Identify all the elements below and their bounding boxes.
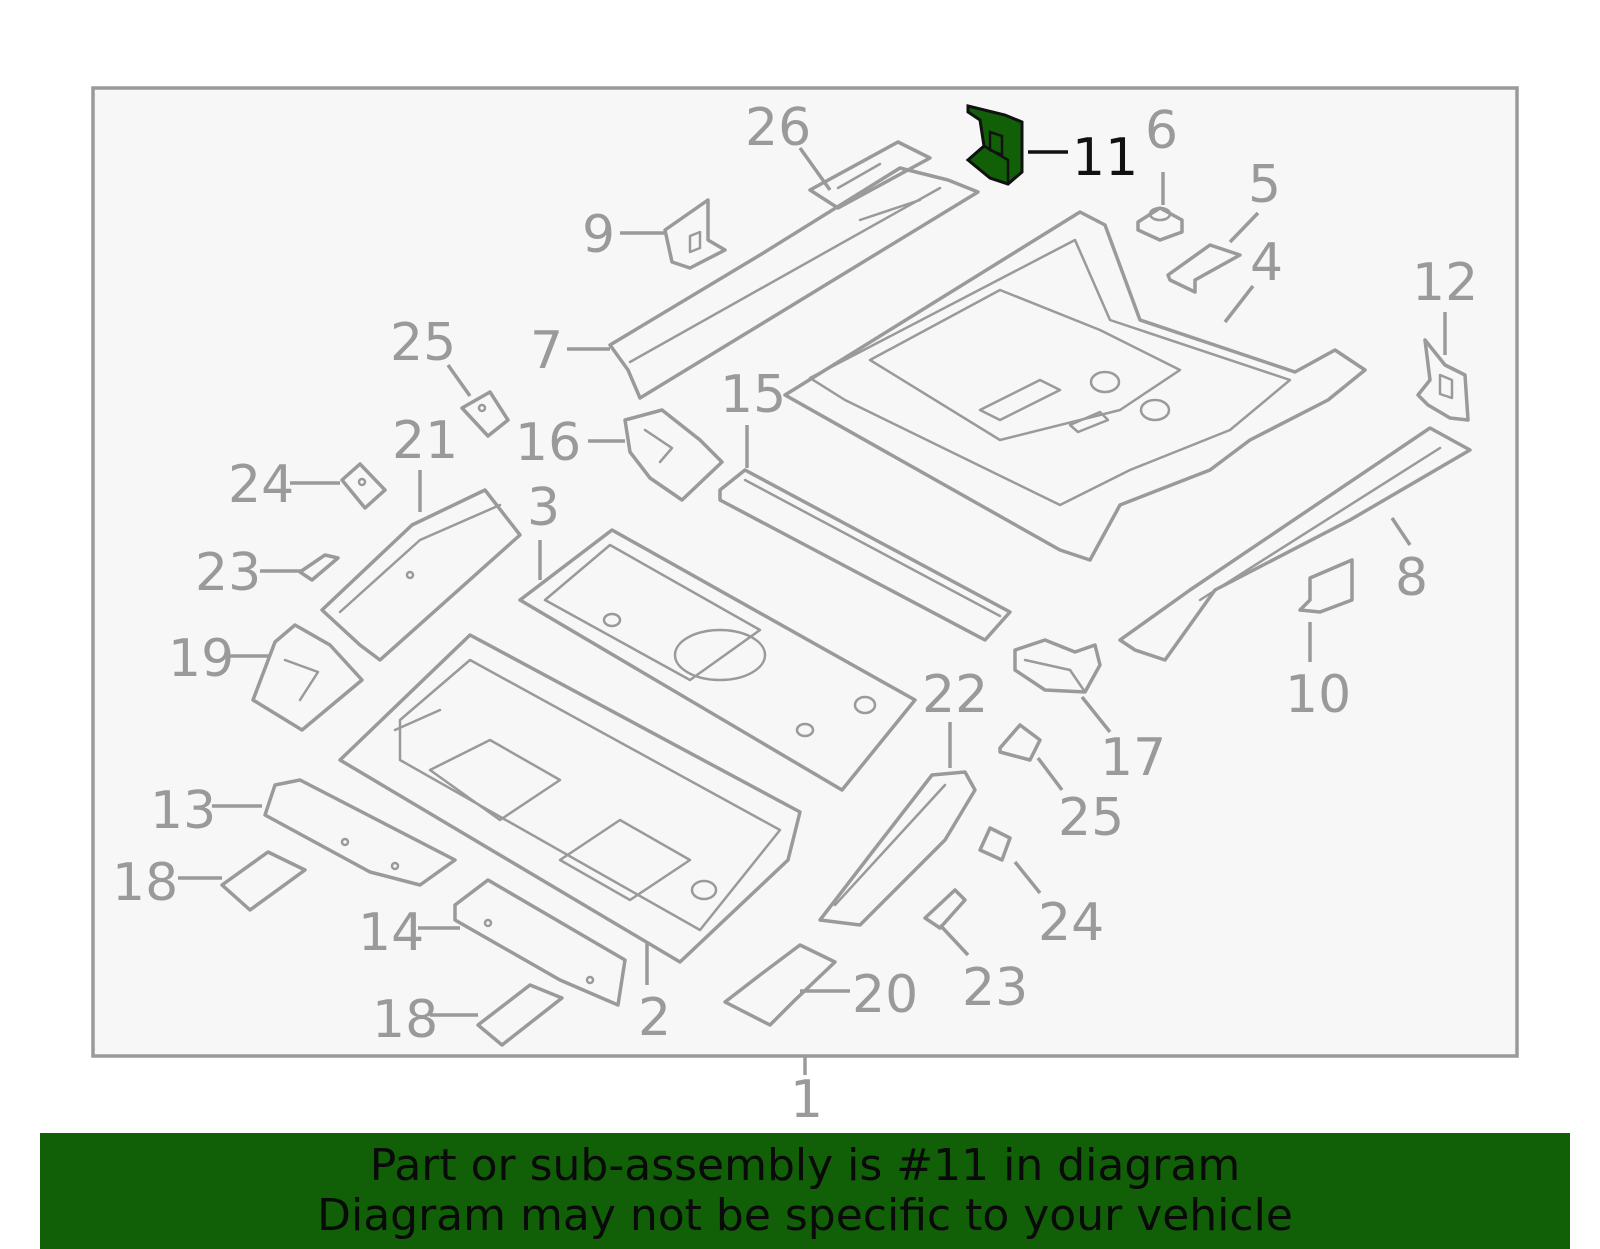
part-16-bracket[interactable] bbox=[623, 408, 724, 502]
part-3-center-floor[interactable] bbox=[518, 528, 917, 792]
part-7-side-rail[interactable] bbox=[608, 166, 980, 400]
part-15-cross-member[interactable] bbox=[718, 468, 1012, 642]
callout-18-upper: 18 bbox=[112, 853, 178, 913]
banner-line-2: Diagram may not be specific to your vehi… bbox=[317, 1190, 1293, 1241]
info-banner: Part or sub-assembly is #11 in diagram D… bbox=[40, 1133, 1570, 1249]
part-24-upper-bracket[interactable] bbox=[340, 462, 387, 510]
callout-14: 14 bbox=[358, 903, 424, 963]
part-18-lower-bracket[interactable] bbox=[476, 983, 564, 1047]
callout-9: 9 bbox=[582, 205, 615, 265]
callout-arrows bbox=[178, 146, 1447, 1017]
part-23-upper-clip[interactable] bbox=[298, 553, 340, 582]
part-4-rear-floor-pan[interactable] bbox=[783, 210, 1367, 562]
part-20-bracket[interactable] bbox=[723, 943, 837, 1027]
part-14-cross-member[interactable] bbox=[453, 878, 627, 1007]
callout-25-upper: 25 bbox=[390, 313, 456, 373]
part-25-lower-bracket[interactable] bbox=[998, 723, 1042, 762]
part-17-bracket[interactable] bbox=[1013, 638, 1102, 694]
callout-20: 20 bbox=[852, 965, 918, 1025]
callout-12: 12 bbox=[1412, 253, 1478, 313]
callout-labels: 26 11 6 5 4 12 9 7 25 16 15 21 24 3 23 8… bbox=[112, 98, 1478, 1130]
callout-7: 7 bbox=[530, 321, 563, 381]
part-9-bracket[interactable] bbox=[663, 198, 727, 270]
callout-22: 22 bbox=[922, 665, 988, 725]
callout-4: 4 bbox=[1250, 233, 1283, 293]
callout-13: 13 bbox=[150, 781, 216, 841]
callout-23-upper: 23 bbox=[195, 543, 261, 603]
callout-16: 16 bbox=[515, 413, 581, 473]
callout-10: 10 bbox=[1285, 665, 1351, 725]
callout-24-lower: 24 bbox=[1038, 893, 1104, 953]
part-26-bracket[interactable] bbox=[808, 140, 932, 210]
part-8-side-rail[interactable] bbox=[1118, 426, 1472, 662]
callout-21: 21 bbox=[392, 411, 458, 471]
callout-19: 19 bbox=[168, 629, 234, 689]
callout-5: 5 bbox=[1248, 155, 1281, 215]
part-21-rail[interactable] bbox=[320, 488, 522, 662]
callout-18-lower: 18 bbox=[372, 990, 438, 1050]
callout-23-lower: 23 bbox=[962, 958, 1028, 1018]
callout-assembly-1: 1 bbox=[790, 1070, 823, 1130]
part-19-bracket[interactable] bbox=[251, 623, 364, 732]
callout-2: 2 bbox=[638, 988, 671, 1048]
part-13-cross-member[interactable] bbox=[263, 778, 457, 887]
part-22-rail[interactable] bbox=[818, 770, 977, 927]
part-18-upper-bracket[interactable] bbox=[220, 850, 307, 912]
part-10-bracket[interactable] bbox=[1298, 558, 1354, 614]
callout-17: 17 bbox=[1100, 728, 1166, 788]
part-2-front-floor[interactable] bbox=[338, 633, 802, 964]
callout-11: 11 bbox=[1072, 128, 1138, 188]
callout-3: 3 bbox=[527, 478, 560, 538]
part-23-lower-clip[interactable] bbox=[923, 888, 967, 930]
callout-24-upper: 24 bbox=[228, 455, 294, 515]
callout-6: 6 bbox=[1145, 101, 1178, 161]
callout-25-lower: 25 bbox=[1058, 788, 1124, 848]
callout-15: 15 bbox=[720, 365, 786, 425]
part-5-bracket[interactable] bbox=[1166, 243, 1242, 294]
part-11-highlighted[interactable] bbox=[965, 104, 1024, 186]
callout-26: 26 bbox=[745, 98, 811, 158]
banner-line-1: Part or sub-assembly is #11 in diagram bbox=[369, 1140, 1241, 1191]
part-6-mount[interactable] bbox=[1136, 206, 1184, 242]
part-24-lower-bracket[interactable] bbox=[978, 826, 1012, 862]
callout-8: 8 bbox=[1395, 548, 1428, 608]
diagram-frame bbox=[91, 86, 1519, 1058]
part-25-upper-bracket[interactable] bbox=[460, 390, 510, 438]
part-12-bracket[interactable] bbox=[1416, 338, 1470, 422]
